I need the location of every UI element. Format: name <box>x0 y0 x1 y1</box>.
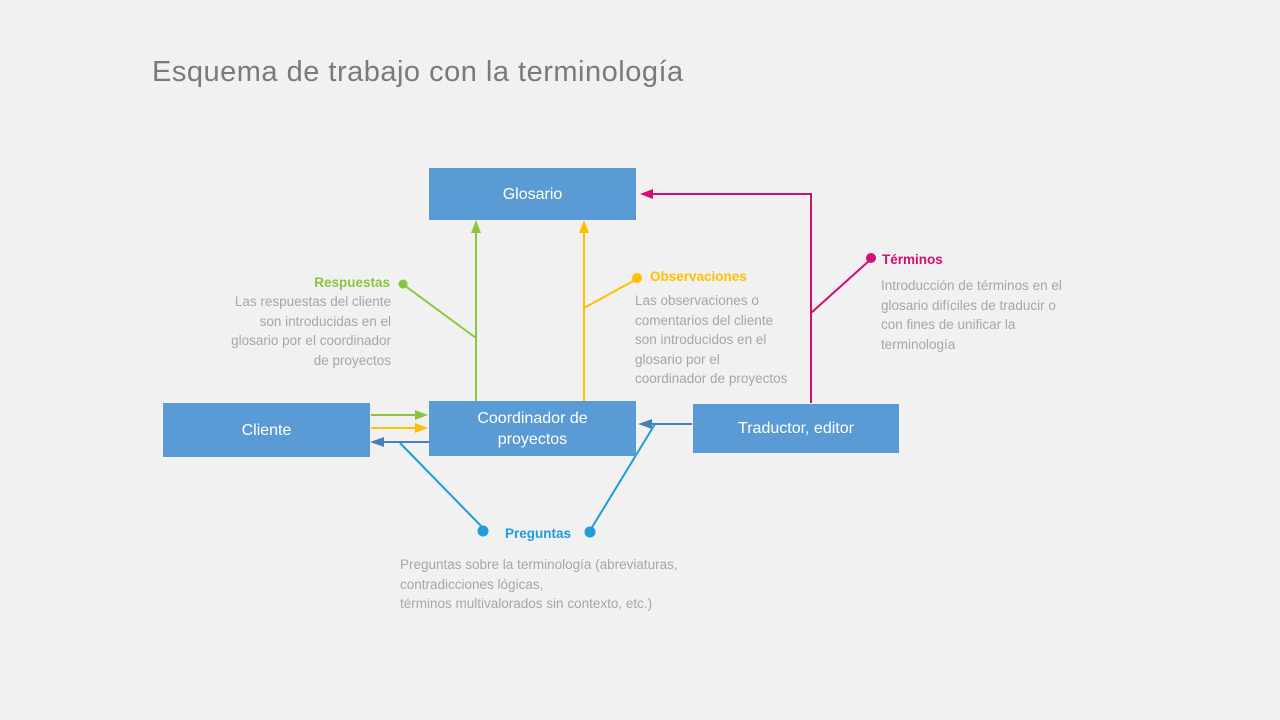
leader-terminos <box>810 253 876 314</box>
leader-observaciones <box>583 273 642 309</box>
preguntas-dot-left <box>477 525 489 537</box>
node-cliente: Cliente <box>163 403 370 457</box>
annotation-respuestas-text: Las respuestas del cliente son introduci… <box>231 294 391 368</box>
arrow-green-coordinador-to-glosario <box>471 220 481 401</box>
node-coordinador-label: Coordinador de proyectos <box>477 409 588 448</box>
arrowhead-left-blue <box>370 437 384 447</box>
arrow-green-cliente-to-coordinador <box>371 410 428 420</box>
annotation-terminos-label: Términos <box>882 252 943 267</box>
terminos-dot <box>866 253 876 263</box>
leader-preguntas-right <box>584 423 656 538</box>
page-title: Esquema de trabajo con la terminología <box>152 56 684 88</box>
node-traductor-editor: Traductor, editor <box>693 404 899 453</box>
arrowhead-left-magenta <box>640 189 653 199</box>
node-cliente-label: Cliente <box>241 421 292 439</box>
arrow-yellow-coordinador-to-glosario <box>579 220 589 401</box>
node-glosario-label: Glosario <box>502 185 563 203</box>
node-glosario: Glosario <box>429 168 636 220</box>
annotation-observaciones-text: Las observaciones o comentarios del clie… <box>635 293 788 386</box>
annotation-observaciones-label: Observaciones <box>650 269 747 284</box>
leader-preguntas-left <box>399 442 489 537</box>
leader-respuestas <box>398 279 477 339</box>
observaciones-dot <box>632 273 642 283</box>
arrow-magenta-traductor-to-glosario <box>640 189 812 403</box>
node-coordinador-de-proyectos: Coordinador de proyectos <box>429 401 636 456</box>
arrowhead-left-blue2 <box>638 419 652 429</box>
respuestas-dot <box>398 279 408 289</box>
annotation-preguntas-label: Preguntas <box>505 526 572 541</box>
arrowhead-up-green <box>471 220 481 233</box>
arrow-blue-coordinador-to-cliente <box>370 437 429 447</box>
annotation-terminos-text: Introducción de términos en el glosario … <box>881 278 1062 352</box>
annotation-preguntas-text: Preguntas sobre la terminología (abrevia… <box>400 557 678 611</box>
preguntas-dot-right <box>584 526 596 538</box>
arrowhead-right-green <box>415 410 428 420</box>
annotation-respuestas-label: Respuestas <box>314 275 390 290</box>
arrowhead-up-yellow <box>579 220 589 233</box>
arrow-yellow-cliente-to-coordinador <box>371 423 428 433</box>
arrowhead-right-yellow <box>415 423 428 433</box>
arrow-blue-traductor-to-coordinador <box>638 419 692 429</box>
node-traductor-label: Traductor, editor <box>738 420 854 437</box>
